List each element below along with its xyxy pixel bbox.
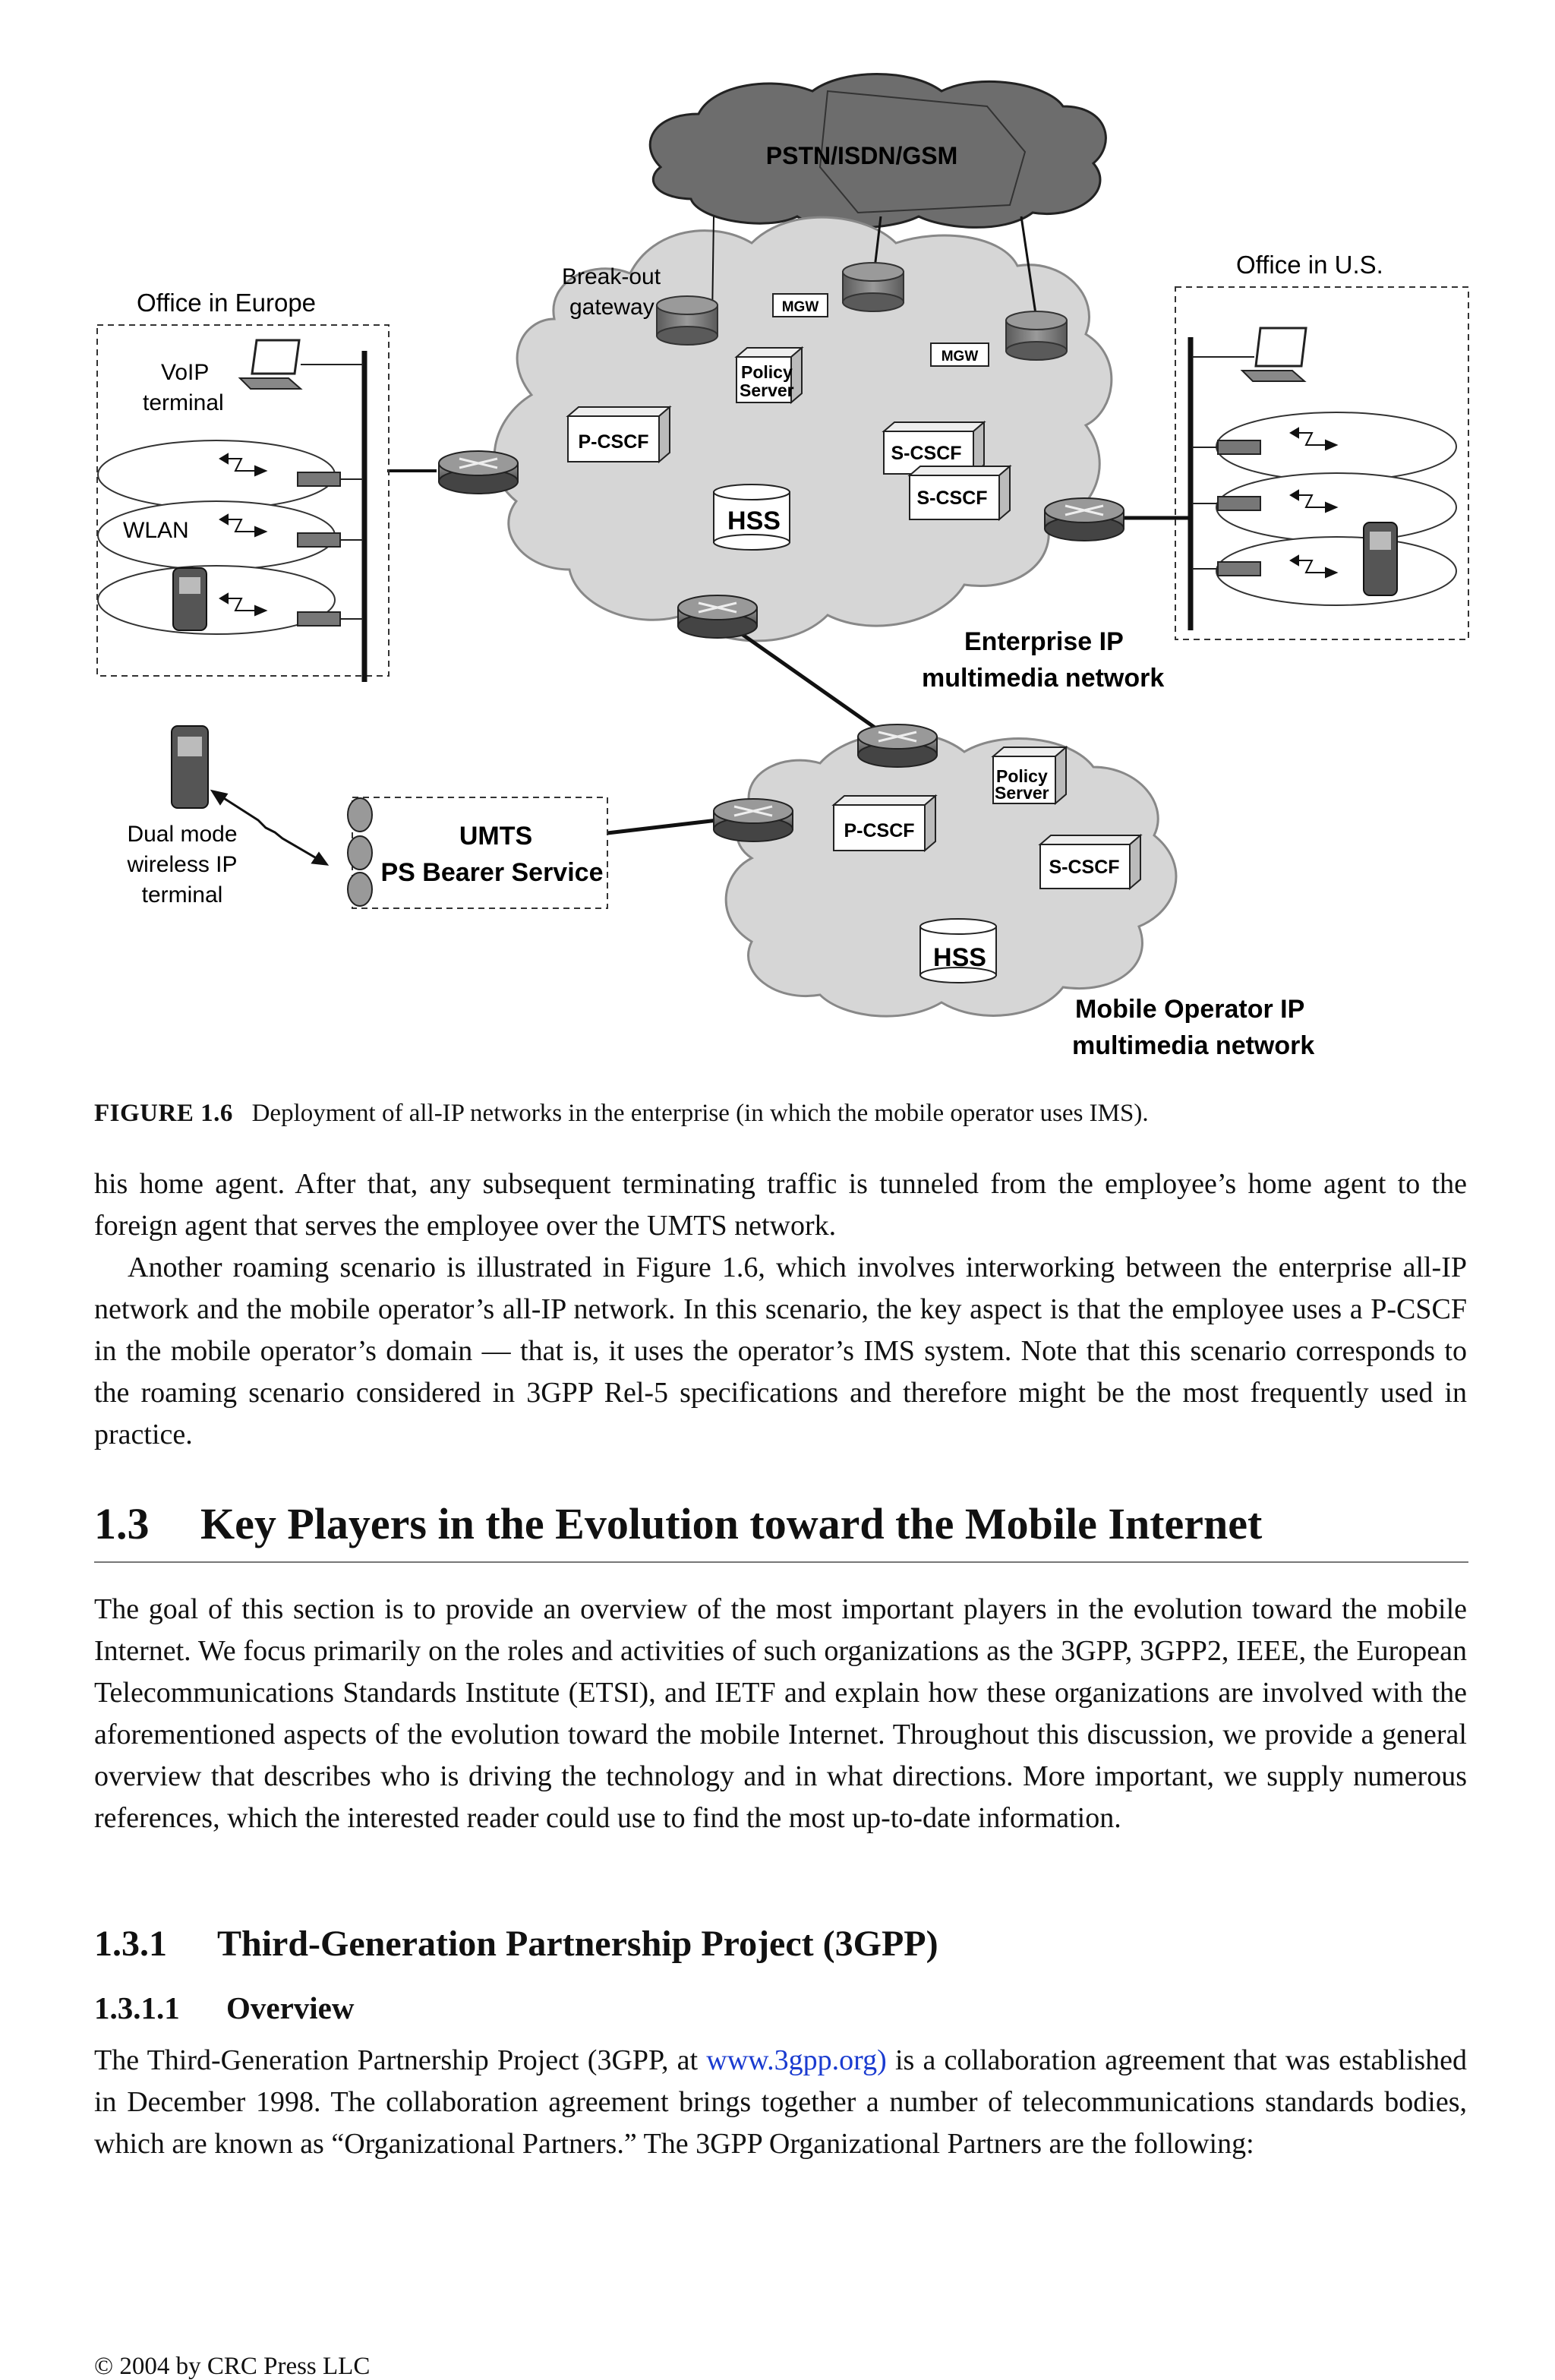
enterprise-cloud [493, 216, 1113, 642]
network-diagram: PSTN/ISDN/GSM MGW MGW [96, 73, 1469, 1060]
router-enterprise-bottom [677, 595, 758, 639]
section-title: Key Players in the Evolution toward the … [200, 1499, 1263, 1548]
umts-label-1: UMTS [459, 822, 532, 851]
subsection-title: Third-Generation Partnership Project (3G… [217, 1924, 938, 1964]
scscf-label-1: S-CSCF [891, 443, 961, 464]
radio-link [210, 789, 330, 866]
europe-access-points [297, 472, 363, 627]
paragraph-4-part-a: The Third-Generation Partnership Project… [94, 2044, 707, 2076]
dual-mode-phone [171, 725, 209, 809]
mgw-box-1: MGW [772, 293, 828, 317]
hss-enterprise: HSS [713, 484, 790, 551]
us-mobile-phone [1363, 522, 1398, 596]
us-wireless-arrows [1289, 427, 1339, 579]
policy-label-1: Policy [741, 362, 793, 382]
policy-server-enterprise: Policy Server [734, 346, 804, 405]
dual-label-3: terminal [142, 882, 223, 907]
breakout-label-2: gateway [569, 295, 654, 320]
office-europe-box [96, 324, 390, 677]
section-number: 1.3 [94, 1499, 150, 1548]
policy-label-2: Server [740, 380, 794, 400]
paragraph-4-part-b: is a collaboration agreement that was es… [94, 2044, 1467, 2160]
mobile-label-1: Mobile Operator IP [1075, 995, 1304, 1024]
section-rule [94, 1561, 1468, 1563]
paragraph-3: The goal of this section is to provide a… [94, 1593, 1467, 1834]
scscf-enterprise-2: S-CSCF [907, 464, 1012, 522]
umts-circles [347, 797, 373, 907]
section-heading: 1.3 Key Players in the Evolution toward t… [94, 1498, 1468, 1551]
figure-caption-label: FIGURE 1.6 [94, 1100, 233, 1127]
paragraph-1: his home agent. After that, any subseque… [94, 1168, 1467, 1242]
subsubsection-number: 1.3.1.1 [94, 1990, 180, 2025]
breakout-gateway [656, 295, 718, 346]
policy-server-mobile: Policy Server [991, 745, 1068, 806]
pstn-cloud [648, 73, 1107, 229]
router-mobile-left [713, 798, 793, 842]
mobile-label-2: multimedia network [1072, 1031, 1314, 1060]
subsubsection-heading: 1.3.1.1 Overview [94, 1988, 354, 2028]
dual-label-2: wireless IP [126, 852, 237, 877]
copyright-footer: © 2004 by CRC Press LLC [94, 2353, 371, 2380]
dual-label-1: Dual mode [127, 822, 237, 847]
pcscf-label-enterprise: P-CSCF [578, 431, 648, 453]
europe-mobile-phone [172, 567, 207, 631]
policy-label-4: Server [995, 783, 1049, 803]
wlan-cell-3 [97, 565, 336, 635]
enterprise-label-2: multimedia network [922, 664, 1164, 693]
hss-label-mobile: HSS [933, 943, 986, 972]
us-access-points [1192, 440, 1261, 576]
policy-label-3: Policy [996, 766, 1048, 786]
us-laptop [1192, 327, 1307, 382]
mgw-box-2: MGW [930, 342, 989, 367]
voip-label-1: VoIP [161, 360, 209, 385]
voip-label-2: terminal [143, 390, 224, 415]
subsubsection-title: Overview [226, 1990, 355, 2025]
hss-label-enterprise: HSS [727, 507, 781, 535]
pcscf-mobile: P-CSCF [831, 794, 938, 853]
mgw-label-2: MGW [942, 349, 979, 365]
figure-caption-text: Deployment of all-IP networks in the ent… [251, 1100, 1149, 1127]
3gpp-link[interactable]: www.3gpp.org) [706, 2044, 887, 2076]
figure-caption: FIGURE 1.6 Deployment of all-IP networks… [94, 1097, 1468, 1130]
pstn-label: PSTN/ISDN/GSM [766, 142, 957, 169]
office-europe-label: Office in Europe [137, 289, 316, 317]
breakout-label-1: Break-out [562, 264, 661, 289]
pcscf-enterprise: P-CSCF [566, 405, 672, 464]
paragraph-2: Another roaming scenario is illustrated … [94, 1252, 1467, 1450]
europe-laptop [238, 339, 363, 390]
scscf-label-3: S-CSCF [1049, 857, 1119, 878]
scscf-label-2: S-CSCF [916, 488, 987, 509]
wlan-label: WLAN [123, 518, 189, 543]
mgw-cylinder-1 [842, 262, 904, 312]
enterprise-label-1: Enterprise IP [964, 627, 1124, 656]
subsection-heading: 1.3.1 Third-Generation Partnership Projec… [94, 1921, 938, 1967]
hss-mobile: HSS [919, 918, 997, 983]
mgw-label-1: MGW [782, 299, 819, 315]
router-enterprise-left [438, 450, 519, 494]
umts-label-2: PS Bearer Service [381, 858, 604, 887]
office-us-box [1175, 286, 1469, 640]
mgw-cylinder-2 [1005, 311, 1068, 361]
router-enterprise-right [1044, 497, 1124, 541]
umts-box [352, 797, 608, 909]
subsection-number: 1.3.1 [94, 1924, 167, 1964]
scscf-mobile: S-CSCF [1038, 833, 1143, 891]
office-us-label: Office in U.S. [1236, 251, 1383, 279]
paragraph-4: The Third-Generation Partnership Project… [94, 2040, 1467, 2165]
pcscf-label-mobile: P-CSCF [844, 820, 914, 841]
router-mobile-top [857, 724, 938, 768]
europe-wireless-arrows [219, 453, 268, 617]
